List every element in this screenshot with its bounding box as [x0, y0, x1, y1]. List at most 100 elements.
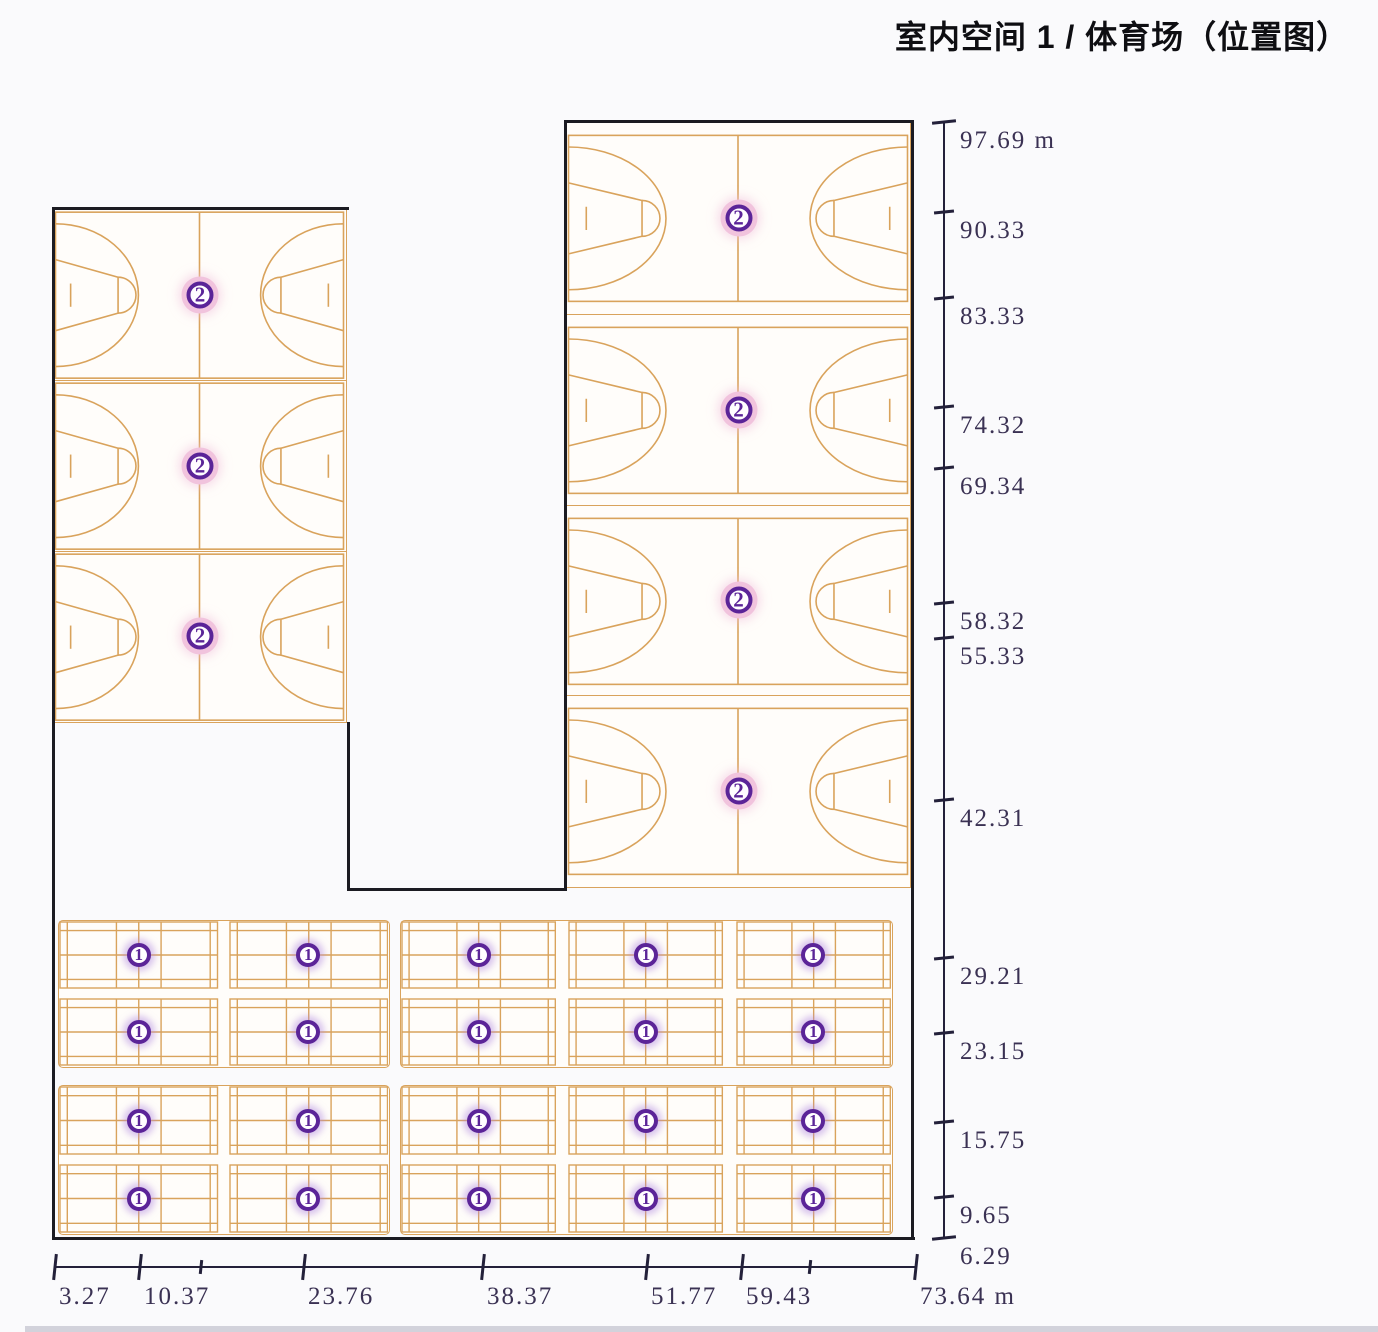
- basketball-court: 2: [567, 695, 910, 886]
- ruler-label: 38.37: [487, 1283, 554, 1310]
- badminton-court: 1: [735, 1086, 891, 1155]
- badminton-court-lines: [401, 1164, 557, 1233]
- badminton-court: 1: [568, 1086, 724, 1155]
- ruler-label: 6.29: [960, 1243, 1012, 1270]
- badminton-court: 1: [228, 1164, 389, 1233]
- page-title: 室内空间 1 / 体育场（位置图）: [894, 19, 1350, 55]
- basketball-court-lines: [54, 553, 345, 721]
- court-number-badge: 1: [466, 1020, 491, 1044]
- court-number-badge: 2: [725, 586, 752, 614]
- court-number-badge: 1: [801, 1186, 826, 1211]
- badminton-court: 1: [568, 1164, 724, 1233]
- court-number-badge: 1: [466, 1186, 491, 1211]
- building-outline-wall: [911, 120, 914, 1240]
- basketball-court: 2: [54, 380, 346, 551]
- bottom-edge-strip: [25, 1326, 1378, 1332]
- basketball-block-upper-left: 2 2 2: [53, 209, 347, 723]
- badminton-court: 1: [401, 998, 557, 1066]
- badminton-court: 1: [401, 1086, 557, 1155]
- building-outline-wall: [564, 120, 914, 123]
- building-outline-wall: [52, 1237, 915, 1240]
- court-number-badge: 2: [186, 452, 214, 480]
- basketball-court: 2: [567, 123, 910, 314]
- court-number-badge: 1: [801, 1108, 826, 1133]
- badminton-block-lower-left-bottom: 1 1 1 1: [58, 1085, 390, 1235]
- court-number-badge: 1: [296, 1020, 321, 1044]
- building-outline-wall: [52, 207, 55, 1240]
- badminton-court: 1: [59, 1164, 219, 1233]
- court-number-badge: 2: [186, 281, 214, 309]
- badminton-court: 1: [401, 921, 557, 989]
- court-number-badge: 2: [725, 204, 752, 232]
- badminton-court: 1: [568, 921, 724, 989]
- badminton-court: 1: [228, 921, 389, 989]
- ruler-label: 55.33: [960, 643, 1027, 670]
- ruler-label: 59.43: [746, 1283, 813, 1310]
- badminton-court: 1: [59, 998, 219, 1066]
- court-number-badge: 1: [801, 943, 826, 967]
- badminton-court: 1: [735, 998, 891, 1066]
- ruler-label: 73.64 m: [920, 1283, 1016, 1310]
- badminton-court-lines: [59, 1164, 219, 1233]
- building-outline-wall: [564, 120, 567, 891]
- horizontal-ruler-line: [55, 1266, 917, 1268]
- court-number-badge: 1: [296, 1108, 321, 1133]
- ruler-label: 83.33: [960, 303, 1027, 330]
- court-number-badge: 1: [126, 1108, 151, 1133]
- court-number-badge: 1: [296, 1186, 321, 1211]
- ruler-label: 23.76: [308, 1283, 375, 1310]
- basketball-court: 2: [567, 504, 910, 696]
- court-number-badge: 2: [725, 396, 752, 424]
- basketball-court-lines: [567, 134, 909, 303]
- ruler-label: 42.31: [960, 805, 1027, 832]
- court-number-badge: 1: [466, 943, 491, 967]
- court-number-badge: 1: [126, 1020, 151, 1044]
- badminton-court: 1: [59, 1086, 219, 1155]
- court-number-badge: 2: [186, 622, 214, 650]
- ruler-label: 74.32: [960, 412, 1027, 439]
- court-number-badge: 1: [126, 1186, 151, 1211]
- ruler-label: 90.33: [960, 217, 1027, 244]
- ruler-label: 3.27: [59, 1283, 111, 1310]
- court-number-badge: 2: [725, 777, 752, 805]
- ruler-label: 69.34: [960, 473, 1027, 500]
- court-number-badge: 1: [126, 943, 151, 967]
- badminton-court: 1: [401, 1164, 557, 1233]
- ruler-label: 58.32: [960, 608, 1027, 635]
- badminton-court: 1: [228, 1086, 389, 1155]
- building-outline-wall: [347, 888, 567, 891]
- basketball-court-lines: [567, 707, 909, 876]
- badminton-court-lines: [228, 1086, 388, 1155]
- badminton-court-lines: [568, 921, 724, 989]
- badminton-block-lower-right-bottom: 1 1 1 1 1 1: [400, 1085, 893, 1235]
- ruler-label: 10.37: [144, 1283, 211, 1310]
- basketball-court: 2: [567, 313, 910, 505]
- badminton-court: 1: [59, 921, 219, 989]
- building-outline-wall: [52, 207, 349, 210]
- court-number-badge: 1: [466, 1108, 491, 1133]
- court-number-badge: 1: [296, 943, 321, 967]
- badminton-court-lines: [735, 1086, 891, 1155]
- basketball-block-upper-right: 2 2 2 2: [566, 122, 911, 888]
- vertical-ruler-line: [943, 121, 945, 1239]
- basketball-court: 2: [54, 210, 346, 380]
- badminton-court: 1: [228, 998, 389, 1066]
- court-number-badge: 1: [633, 943, 658, 967]
- court-number-badge: 1: [633, 1108, 658, 1133]
- ruler-label: 9.65: [960, 1202, 1012, 1229]
- badminton-block-lower-left-top: 1 1 1 1: [58, 920, 390, 1068]
- ruler-tick: [913, 1253, 919, 1281]
- building-outline-wall: [347, 722, 350, 891]
- ruler-label: 15.75: [960, 1127, 1027, 1154]
- badminton-court: 1: [735, 921, 891, 989]
- court-number-badge: 1: [801, 1020, 826, 1044]
- ruler-label: 97.69 m: [960, 127, 1056, 154]
- badminton-court-lines: [59, 1086, 219, 1155]
- ruler-label: 51.77: [651, 1283, 718, 1310]
- ruler-label: 23.15: [960, 1038, 1027, 1065]
- basketball-court: 2: [54, 550, 346, 721]
